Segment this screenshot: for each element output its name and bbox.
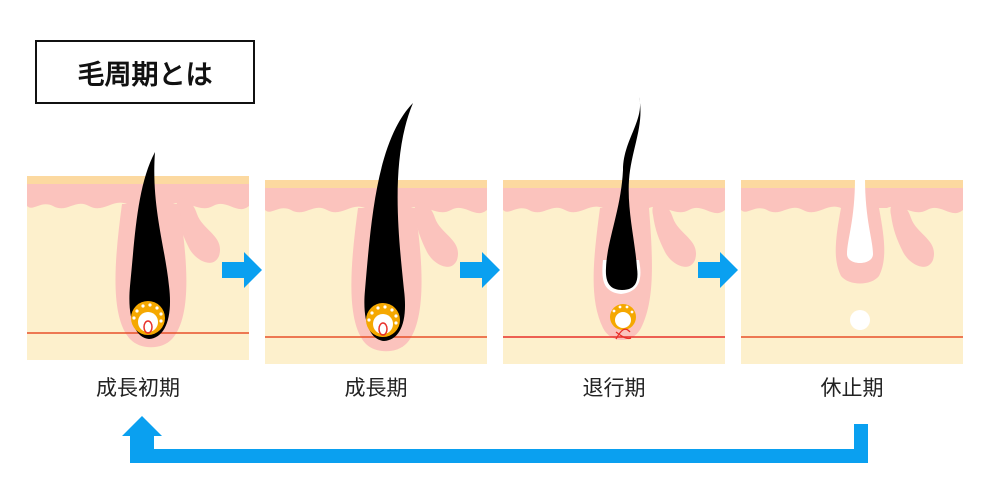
stage-label-catagen: 退行期 — [582, 376, 646, 400]
stage-label-early-anagen: 成長初期 — [96, 376, 180, 400]
hair — [129, 152, 171, 339]
hair-bulb — [131, 301, 165, 335]
cycle-return-arrow — [122, 416, 868, 463]
arrow-right-icon — [698, 252, 738, 288]
arrow-right-icon — [460, 252, 500, 288]
panel-telogen — [741, 178, 963, 364]
arrow-right-icon — [222, 252, 262, 288]
panel-catagen — [503, 97, 725, 364]
panel-early-anagen — [27, 152, 249, 360]
panel-anagen — [265, 103, 487, 364]
stage-label-telogen: 休止期 — [820, 376, 884, 400]
step-arrows — [222, 252, 738, 288]
page-title: 毛周期とは — [35, 40, 255, 104]
stage-label-anagen: 成長期 — [344, 376, 408, 400]
